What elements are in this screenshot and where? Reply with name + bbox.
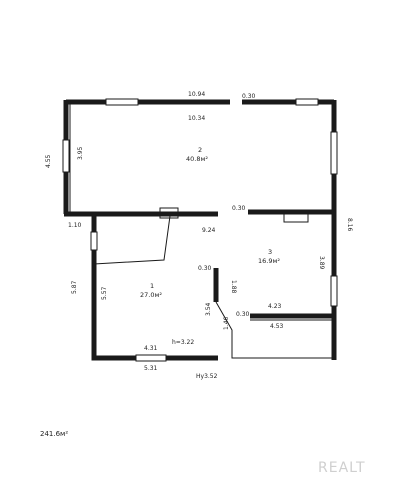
mid-stub — [159, 207, 179, 219]
room-2-area: 40.8м² — [186, 155, 208, 163]
walls — [63, 99, 337, 361]
dim-right-outer: 8.16 — [346, 218, 353, 232]
dim-ceiling-height-2: Hy3.52 — [196, 373, 218, 380]
dim-partition-inner: 3.54 — [205, 302, 212, 316]
room-labels: 2 40.8м² 1 27.0м² 3 16.9м² — [140, 146, 280, 299]
room1-stair-line — [93, 215, 171, 265]
dim-room1-left-inner: 5.57 — [101, 286, 108, 300]
dim-ceiling-height-1: h=3.22 — [172, 339, 194, 346]
room3-niche — [283, 214, 309, 223]
window-room1-left — [90, 231, 98, 251]
dim-room1-bottom-inner: 4.31 — [144, 345, 158, 352]
outline-lines — [69, 104, 336, 359]
dim-left-outer: 4.55 — [45, 154, 52, 168]
dim-room3-height: 3.89 — [318, 256, 325, 270]
watermark-logo: REALT — [318, 460, 366, 476]
room-1-number: 1 — [150, 282, 154, 290]
windows — [62, 98, 338, 362]
window-room3-right — [330, 275, 338, 307]
step-outline — [215, 301, 334, 359]
room-1-area: 27.0м² — [140, 291, 162, 299]
dim-step-width: 1.46 — [223, 316, 230, 330]
dim-lower-right-wall: 0.30 — [236, 311, 250, 318]
dim-room1-bottom-outer: 5.31 — [144, 365, 158, 372]
window-right — [330, 131, 338, 175]
window-top-left — [105, 98, 139, 106]
room-3-area: 16.9м² — [258, 257, 280, 265]
window-left — [62, 139, 70, 173]
window-room1-bottom — [135, 354, 167, 362]
dim-room3-width: 4.23 — [268, 303, 282, 310]
room-2-number: 2 — [198, 146, 202, 154]
dim-mid-right: 9.24 — [202, 227, 216, 234]
dim-top-right-wall: 0.30 — [242, 93, 256, 100]
dim-partition-height: 1.88 — [230, 280, 237, 294]
dim-left-inner: 3.95 — [77, 146, 84, 160]
dim-room1-left-outer: 5.87 — [71, 280, 78, 294]
dim-mid-inner: 0.30 — [232, 205, 246, 212]
dim-room3-outer-width: 4.53 — [270, 323, 284, 330]
dim-top-outer: 10.94 — [188, 91, 205, 98]
dim-room1-wall-thickness: 0.30 — [198, 265, 212, 272]
dimension-labels: 10.94 10.34 0.30 4.55 3.95 1.10 0.30 9.2… — [45, 91, 353, 380]
room-3-number: 3 — [268, 248, 272, 256]
window-top-right — [295, 98, 319, 106]
dim-top-inner: 10.34 — [188, 115, 205, 122]
room1-left-wall — [91, 214, 218, 361]
total-area: 241.6м² — [40, 430, 68, 438]
dim-mid-left: 1.10 — [68, 222, 82, 229]
